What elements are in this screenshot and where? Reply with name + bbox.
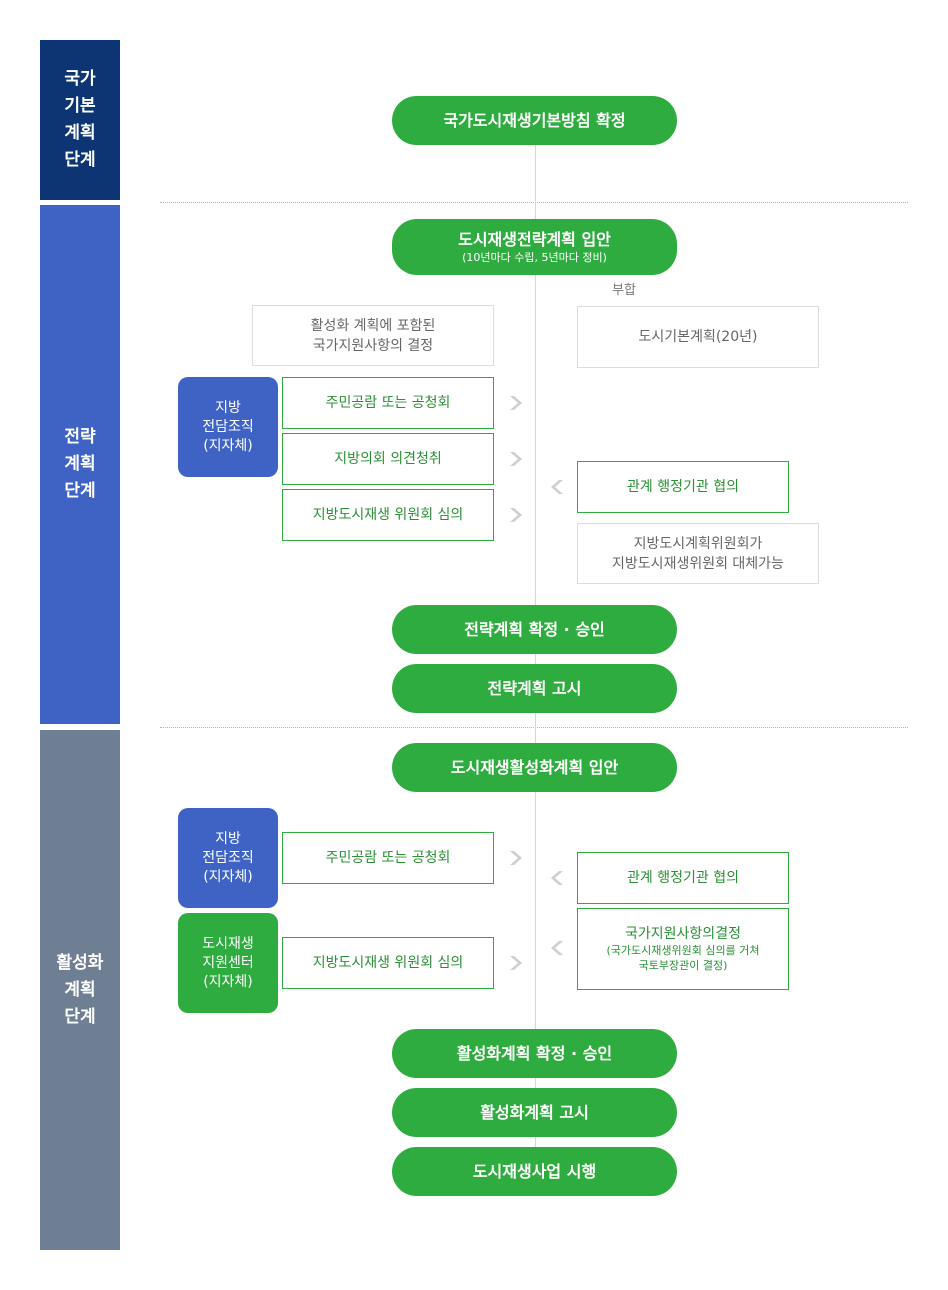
step-label: 지방의회 의견청취: [334, 451, 442, 467]
step-label: 지방도시재생 위원회 심의: [312, 955, 464, 971]
local-organization-badge: 지방 전담조직 (지자체): [178, 377, 278, 477]
pill-label: 활성화계획 확정 · 승인: [456, 1043, 613, 1063]
strategy-plan-draft: 도시재생전략계획 입안 (10년마다 수립, 5년마다 정비): [392, 219, 677, 275]
step-label: 국가지원사항의결정: [625, 926, 741, 942]
conformity-label: 부합: [612, 283, 636, 298]
pill-label: 도시재생활성화계획 입안: [450, 757, 619, 777]
basic-policy-confirmed: 국가도시재생기본방침 확정: [392, 96, 677, 145]
pill-label: 국가도시재생기본방침 확정: [443, 110, 626, 130]
activation-plan-confirm: 활성화계획 확정 · 승인: [392, 1029, 677, 1078]
chevron-left-icon: [551, 871, 563, 885]
chevron-left-icon: [551, 941, 563, 955]
stage-divider: [160, 202, 908, 203]
pill-label: 전략계획 고시: [487, 678, 582, 698]
agency-consultation-box: 관계 행정기관 협의: [577, 852, 789, 904]
step-label: 관계 행정기관 협의: [627, 479, 739, 495]
pill-label: 도시재생사업 시행: [472, 1161, 597, 1181]
chevron-right-icon: [510, 452, 522, 466]
chevron-right-icon: [510, 851, 522, 865]
stage-strategic-plan: 전략 계획 단계: [40, 205, 120, 724]
local-committee-review-box: 지방도시재생 위원회 심의: [282, 937, 494, 989]
agency-consultation-box: 관계 행정기관 협의: [577, 461, 789, 513]
public-review-box: 주민공람 또는 공청회: [282, 832, 494, 884]
chevron-right-icon: [510, 396, 522, 410]
committee-substitute-note: 지방도시계획위원회가 지방도시재생위원회 대체가능: [577, 523, 819, 584]
step-label: 관계 행정기관 협의: [627, 870, 739, 886]
step-sublabel: (국가도시재생위원회 심의를 거쳐 국토부장관이 결정): [606, 944, 760, 972]
chevron-right-icon: [510, 508, 522, 522]
strategy-plan-notice: 전략계획 고시: [392, 664, 677, 713]
pill-label: 활성화계획 고시: [480, 1102, 589, 1122]
activation-plan-notice: 활성화계획 고시: [392, 1088, 677, 1137]
public-review-box: 주민공람 또는 공청회: [282, 377, 494, 429]
support-center-badge: 도시재생 지원센터 (지자체): [178, 913, 278, 1013]
step-label: 주민공람 또는 공청회: [325, 395, 451, 411]
activation-plan-draft: 도시재생활성화계획 입안: [392, 743, 677, 792]
chevron-left-icon: [551, 480, 563, 494]
pill-label: 전략계획 확정 · 승인: [464, 619, 605, 639]
stage-activation-plan: 활성화 계획 단계: [40, 730, 120, 1250]
local-council-opinion-box: 지방의회 의견청취: [282, 433, 494, 485]
local-committee-review-box: 지방도시재생 위원회 심의: [282, 489, 494, 541]
national-support-decision-box: 국가지원사항의결정 (국가도시재생위원회 심의를 거쳐 국토부장관이 결정): [577, 908, 789, 990]
local-organization-badge: 지방 전담조직 (지자체): [178, 808, 278, 908]
chevron-right-icon: [510, 956, 522, 970]
city-master-plan-box: 도시기본계획(20년): [577, 306, 819, 368]
step-label: 주민공람 또는 공청회: [325, 850, 451, 866]
pill-label: 도시재생전략계획 입안: [458, 229, 611, 249]
strategy-plan-confirm: 전략계획 확정 · 승인: [392, 605, 677, 654]
project-implementation: 도시재생사업 시행: [392, 1147, 677, 1196]
stage-divider: [160, 727, 908, 728]
step-label: 지방도시재생 위원회 심의: [312, 507, 464, 523]
national-support-decision-box: 활성화 계획에 포함된 국가지원사항의 결정: [252, 305, 494, 366]
pill-sublabel: (10년마다 수립, 5년마다 정비): [462, 250, 607, 264]
stage-national-basic-plan: 국가 기본 계획 단계: [40, 40, 120, 200]
